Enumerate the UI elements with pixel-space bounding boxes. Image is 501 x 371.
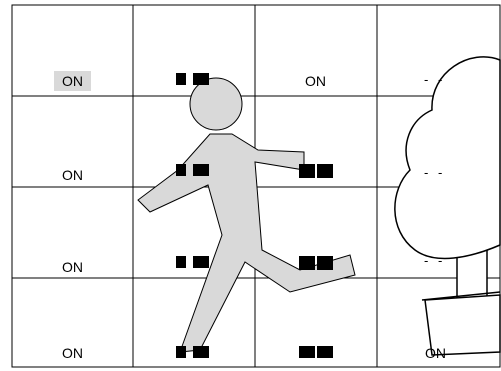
block-marker	[317, 164, 333, 178]
cell-label-r3c3: ON	[425, 345, 446, 361]
block-marker	[176, 164, 186, 176]
block-marker	[317, 256, 333, 270]
block-marker	[299, 164, 315, 178]
dash-marker-r1c3: - -	[424, 165, 445, 180]
block-marker	[193, 73, 209, 85]
block-marker	[317, 346, 333, 358]
cell-label-r3c0: ON	[62, 345, 83, 361]
cell-label-r1c0: ON	[62, 167, 83, 183]
tree-in-pot-icon	[395, 57, 500, 355]
cell-label-r0c2: ON	[305, 73, 326, 89]
cell-label-r2c0: ON	[62, 259, 83, 275]
dash-marker-r0c3: - -	[424, 72, 445, 87]
dash-marker-r2c3: - -	[424, 253, 445, 268]
block-marker	[176, 73, 186, 85]
cell-label-r0c0: ON	[54, 71, 91, 91]
block-marker	[193, 164, 209, 176]
block-marker	[193, 346, 209, 358]
block-marker	[193, 256, 209, 268]
block-marker	[176, 346, 186, 358]
block-marker	[299, 256, 315, 270]
running-person-icon	[138, 78, 355, 352]
block-marker	[176, 256, 186, 268]
block-marker	[299, 346, 315, 358]
